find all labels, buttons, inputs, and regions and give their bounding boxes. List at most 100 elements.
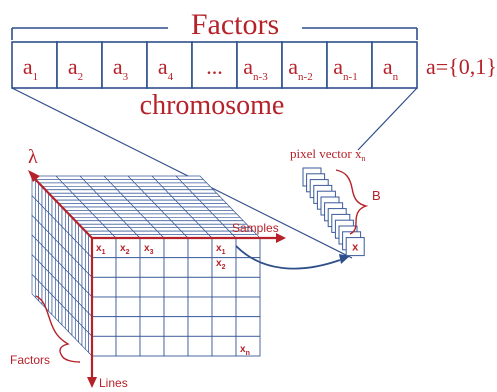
cube-front-cell (115, 335, 141, 357)
cube-side-cell (78, 243, 83, 268)
cube-front-cell (235, 276, 261, 298)
cube-side-cell (61, 225, 66, 251)
cube-side-cell (51, 254, 56, 280)
factors-bracket (11, 27, 418, 40)
cube-side-cell (61, 284, 66, 310)
cube-top-cell (178, 179, 208, 184)
cube-front-cell (187, 237, 213, 259)
cube-top-cell (79, 175, 109, 180)
cube-top-cell (85, 206, 115, 211)
cube-top-cell (143, 216, 173, 222)
cube-front-cell (91, 257, 117, 278)
cube-front-cell (187, 316, 213, 337)
gene-box (371, 41, 418, 89)
cube-side-cell (74, 298, 80, 324)
cube-side-cell (61, 265, 66, 290)
cube-top-cell (137, 185, 167, 191)
gene-base: a (113, 54, 123, 79)
cube-side-cell (71, 255, 76, 281)
cube-top-cell (82, 179, 112, 184)
cube-top-cell (197, 223, 227, 229)
gene-sub: n-1 (343, 71, 358, 83)
cube-top-cell (101, 223, 131, 229)
cube-front-cell (163, 257, 189, 278)
gene-cell: a2 (56, 41, 103, 89)
cube-front-cell (211, 296, 237, 318)
cube-top-cell (71, 192, 101, 198)
cube-top-cell (61, 182, 91, 187)
cube-side-cell (64, 288, 70, 314)
gene-base: a (158, 54, 168, 79)
cube-side-cell (54, 297, 60, 323)
cube-top-cell (139, 213, 169, 218)
cube-top-cell (180, 230, 210, 235)
cube-top-cell (149, 223, 179, 229)
cube-side-cell (51, 274, 56, 300)
gene-label: a3 (113, 54, 129, 83)
cube-side-cell (51, 215, 56, 241)
gene-base: a (383, 54, 393, 79)
cube-top-cell (109, 206, 139, 211)
cube-front-label: x1 (96, 243, 106, 256)
cube-top-cell (136, 210, 166, 215)
cube-top-cell (156, 230, 186, 235)
cube-top-cell (130, 179, 160, 184)
cube-side-cell (58, 281, 63, 307)
cube-top-cell (95, 192, 125, 198)
cube-side-cell (64, 248, 70, 274)
cube-front-cell (115, 257, 141, 278)
cube-top-cell (112, 210, 142, 215)
cube-top-cell (95, 216, 125, 222)
cube-top-cell (127, 175, 157, 180)
cube-side-cell (84, 308, 90, 334)
cube-front-cell (187, 335, 213, 357)
cube-side-cell (71, 275, 76, 301)
gene-box (281, 41, 328, 89)
cube-side-cell (48, 231, 53, 257)
pixel-vector-stack: x (302, 167, 365, 257)
cube-top-cell (133, 206, 163, 211)
cube-front-cell (163, 237, 189, 259)
cube-top-cell (132, 230, 162, 235)
cube-front-cell (187, 296, 213, 318)
cube-side-cell (74, 318, 80, 344)
cube-top-cell (88, 210, 118, 215)
gene-cell: a3 (101, 41, 148, 89)
cube-front-cell (91, 276, 117, 298)
cube-top-cell (198, 199, 228, 204)
cube-side-cell (31, 194, 36, 220)
cube-top-cell (92, 189, 122, 194)
gene-label: a2 (68, 54, 83, 83)
cube-top-cell (113, 185, 143, 191)
cube-top-cell (116, 189, 146, 194)
cube-top-cell (153, 203, 183, 208)
cube-side-cell (81, 285, 86, 311)
cube-top-cell (105, 203, 135, 208)
cube-top-cell (146, 220, 176, 225)
cube-side-cell (81, 305, 86, 331)
cube-side-cell (54, 238, 60, 264)
cube-side-cell (81, 325, 86, 350)
cube-top-cell (78, 199, 108, 204)
cube-side-cell (54, 218, 60, 244)
gene-box (11, 41, 58, 89)
cube-side-cell (84, 249, 90, 275)
cube-top-cell (160, 210, 190, 215)
lines-label: Lines (99, 376, 128, 390)
gene-cell: a1 (11, 41, 58, 89)
cube-side-cell (78, 262, 83, 288)
cube-top-cell (109, 182, 139, 187)
cube-top-cell (161, 185, 191, 191)
cube-top-cell (205, 206, 235, 211)
cube-front-cell (139, 296, 165, 318)
cube-top-cell (106, 179, 136, 184)
pixel-vector-cell-label: x (352, 242, 359, 254)
cube-side-cell (41, 205, 46, 230)
gene-label: a4 (158, 54, 174, 83)
cube-side-cell (41, 264, 46, 289)
gene-base: a (288, 54, 298, 79)
cube-side-cell (68, 291, 73, 317)
cube-side-cell (81, 266, 86, 291)
